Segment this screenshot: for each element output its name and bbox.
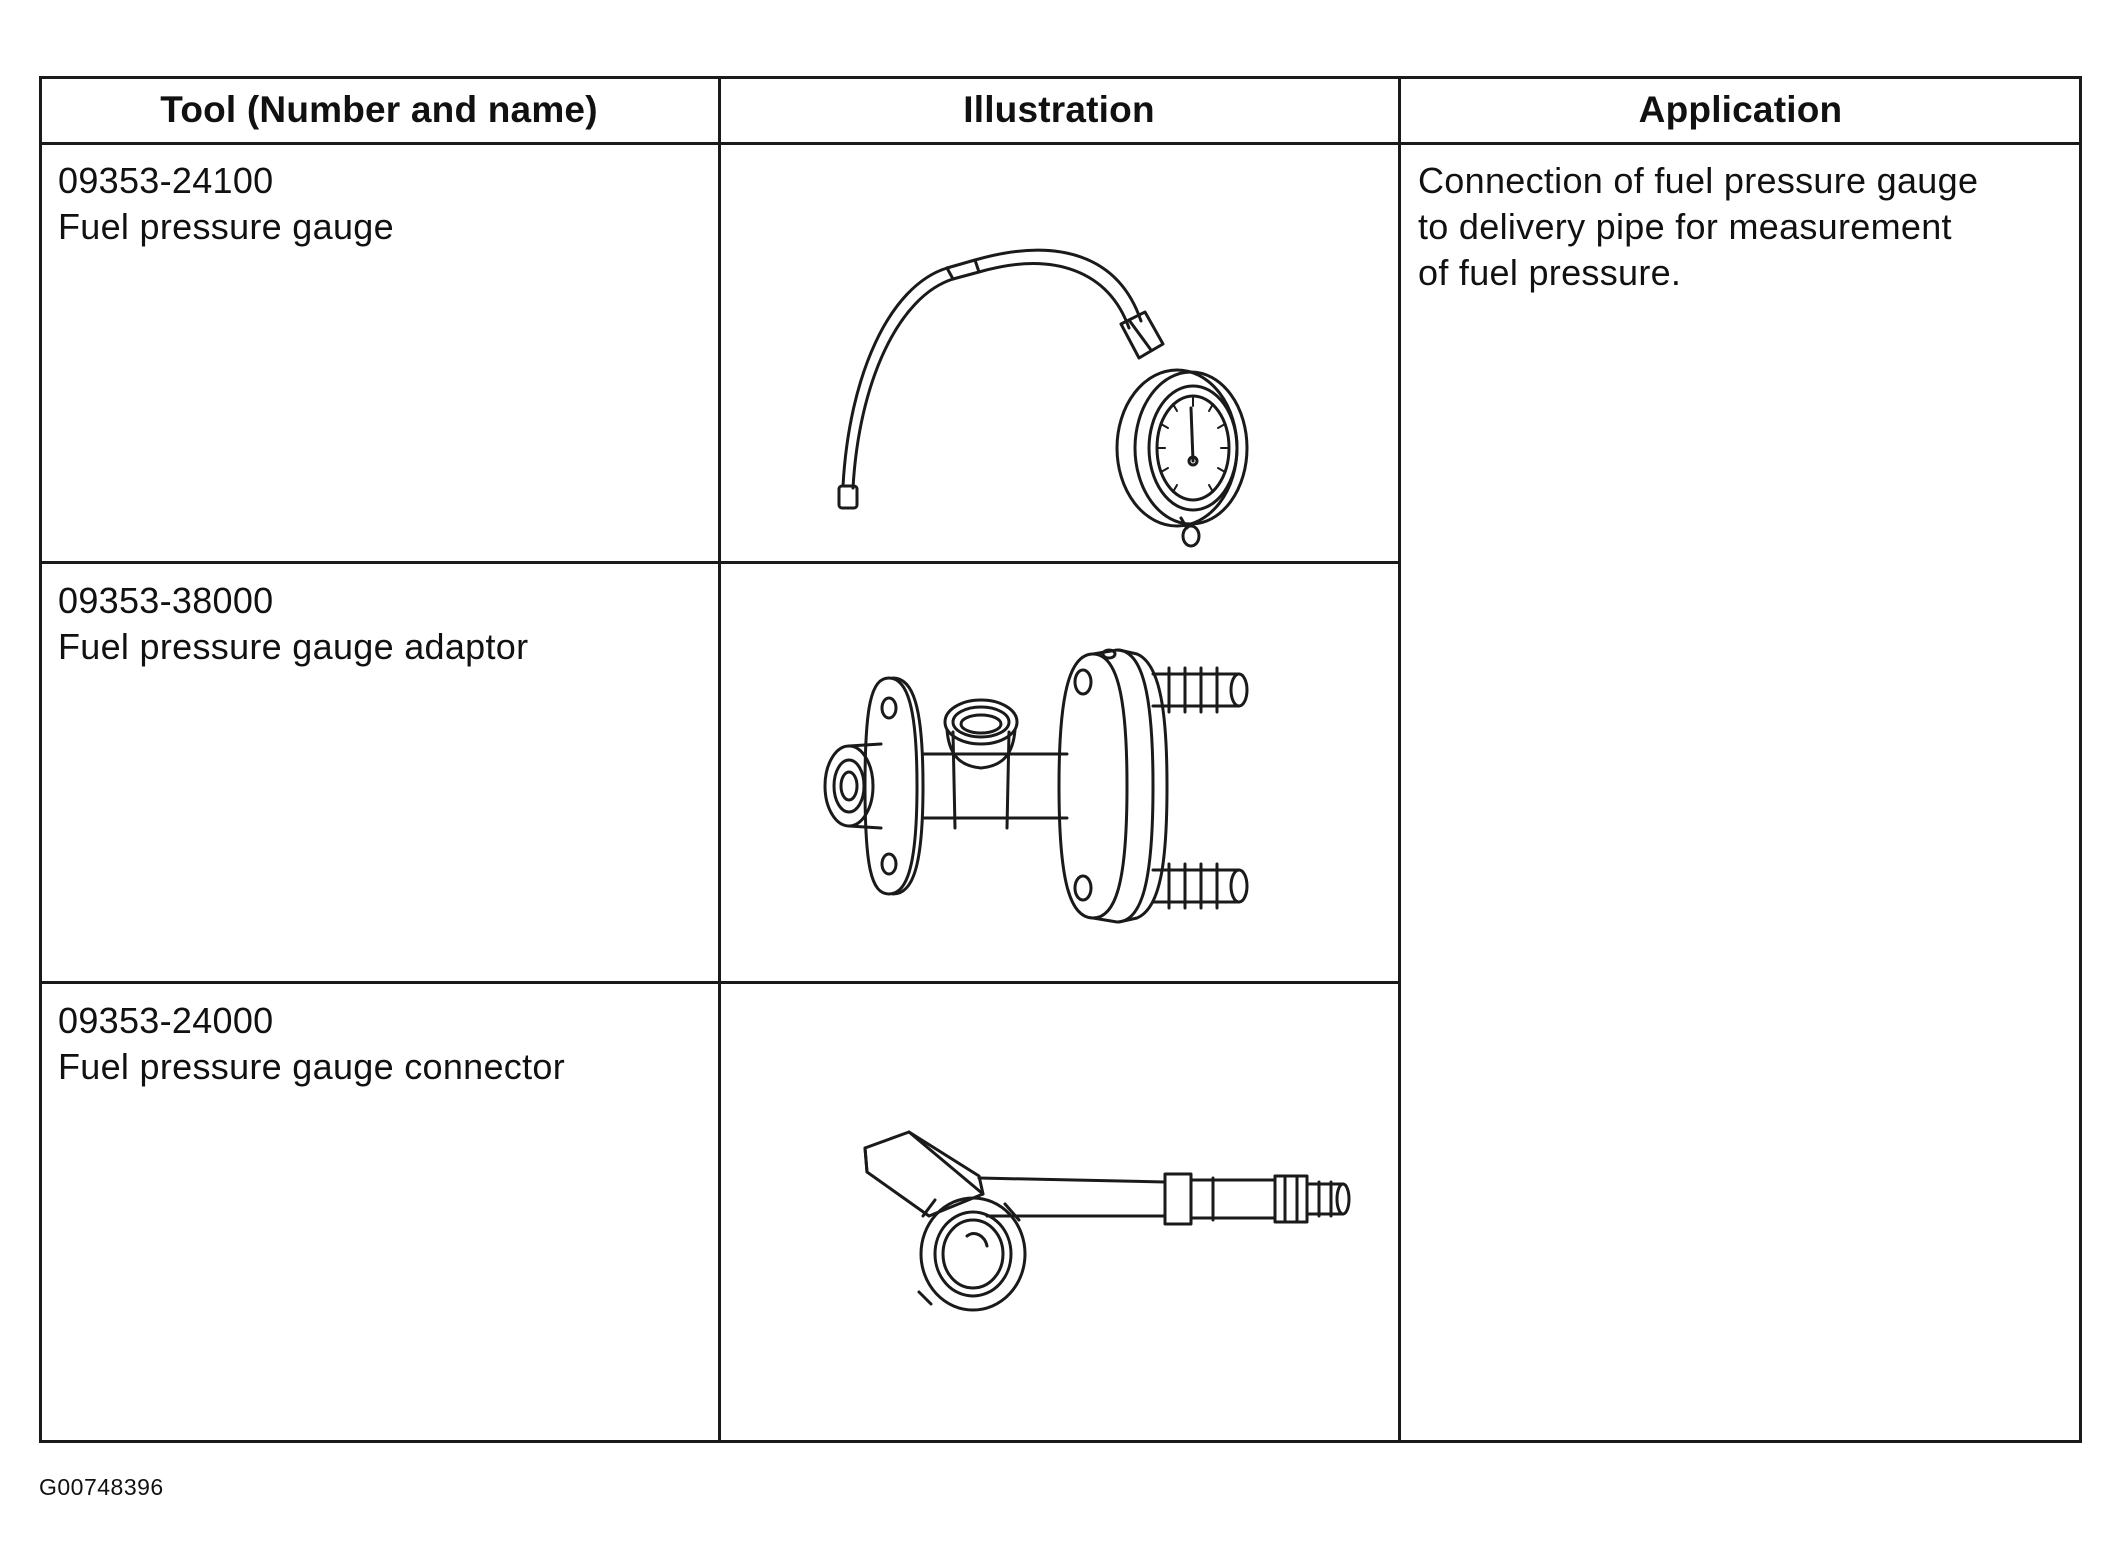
application-text: Connection of fuel pressure gauge to del…	[1418, 158, 1978, 296]
fuel-pressure-gauge-adaptor-icon	[823, 648, 1249, 924]
fuel-pressure-gauge-icon	[837, 248, 1249, 548]
table-row: 09353-24100 Fuel pressure gauge	[58, 158, 394, 250]
column-divider	[1398, 76, 1401, 1443]
tool-name: Fuel pressure gauge connector	[58, 1046, 566, 1087]
header-divider	[39, 142, 2082, 145]
application-line: to delivery pipe for measurement	[1418, 206, 1952, 247]
header-application: Application	[1638, 89, 1843, 130]
header-tool: Tool (Number and name)	[160, 89, 598, 130]
tool-name: Fuel pressure gauge adaptor	[58, 626, 529, 667]
fuel-pressure-gauge-connector-icon	[863, 1130, 1351, 1312]
table-frame	[39, 76, 2082, 1443]
table-row: 09353-38000 Fuel pressure gauge adaptor	[58, 578, 528, 670]
tool-number: 09353-24100	[58, 160, 274, 201]
document-code: G00748396	[39, 1474, 164, 1500]
application-line: of fuel pressure.	[1418, 252, 1682, 293]
tool-number: 09353-38000	[58, 580, 274, 621]
application-line: Connection of fuel pressure gauge	[1418, 160, 1979, 201]
header-illustration: Illustration	[963, 89, 1155, 130]
tool-table: Tool (Number and name) Illustration Appl…	[39, 76, 2082, 1443]
column-divider	[718, 76, 721, 1443]
tool-name: Fuel pressure gauge	[58, 206, 394, 247]
row-divider	[39, 981, 1401, 984]
table-row: 09353-24000 Fuel pressure gauge connecto…	[58, 998, 565, 1090]
row-divider	[39, 561, 1401, 564]
tool-number: 09353-24000	[58, 1000, 274, 1041]
